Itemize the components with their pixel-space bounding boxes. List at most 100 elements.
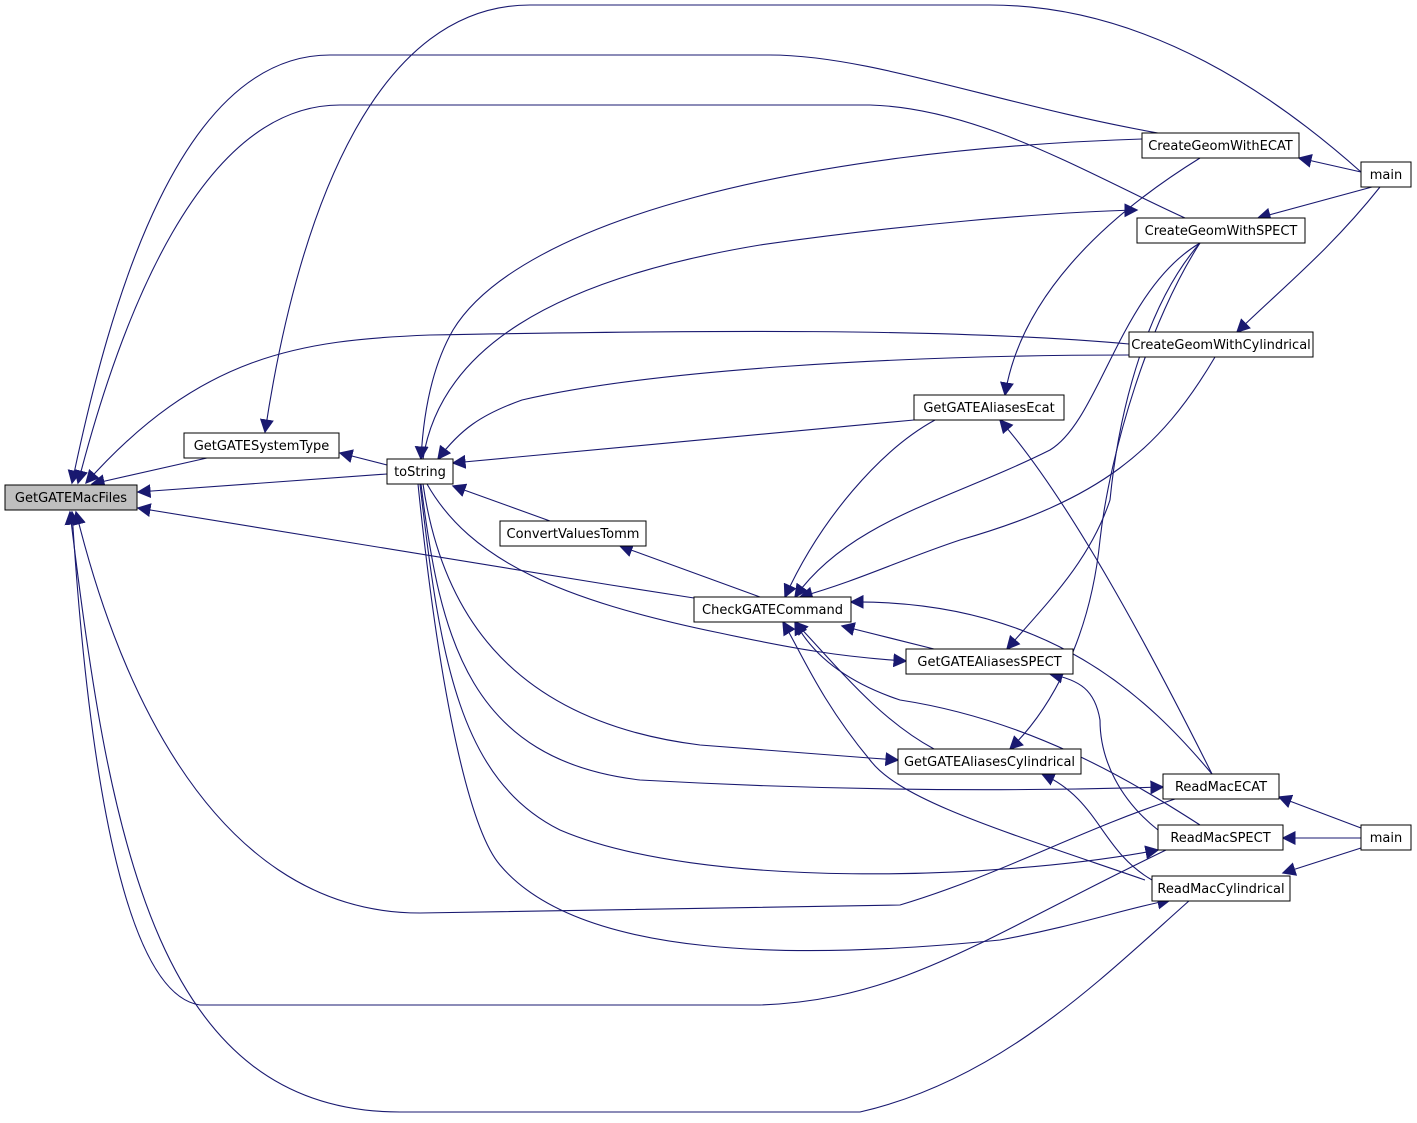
edge-line — [85, 330, 1130, 485]
edge-rmecat-to-aliasecat — [999, 418, 1213, 775]
edge-rmspect-to-getmac — [65, 510, 1167, 1006]
node-rmspect[interactable]: ReadMacSPECT — [1157, 824, 1284, 851]
edge-cgecat-to-aliasecat — [1000, 157, 1201, 397]
edge-line — [259, 4, 1362, 434]
edge-line — [65, 510, 1167, 1006]
edge-tostring-to-rmecat — [420, 483, 1165, 795]
edge-line — [1000, 157, 1201, 397]
edge-line — [414, 138, 1143, 461]
node-box — [897, 748, 1082, 775]
node-label: CreateGeomWithECAT — [1148, 139, 1293, 154]
edge-tostring-to-cgspect — [422, 203, 1139, 460]
edge-cgecat-to-tostring — [414, 138, 1143, 461]
edge-main1-to-cgspect — [1256, 186, 1373, 222]
edge-line — [451, 419, 915, 469]
node-box — [905, 648, 1074, 675]
node-cgspect[interactable]: CreateGeomWithSPECT — [1136, 217, 1306, 244]
node-box — [386, 458, 454, 485]
edge-line — [999, 418, 1213, 775]
node-box — [1162, 773, 1280, 800]
edge-line — [1008, 242, 1201, 750]
node-box — [1157, 824, 1284, 851]
node-label: CreateGeomWithSPECT — [1145, 224, 1298, 239]
edge-line — [782, 620, 1146, 881]
node-aliasspect[interactable]: GetGATEAliasesSPECT — [905, 648, 1074, 675]
edge-line — [437, 354, 1130, 461]
edge-rmecat-to-getmac — [72, 510, 1176, 914]
node-box — [913, 394, 1065, 421]
node-label: ConvertValuesTomm — [507, 527, 640, 542]
edge-line — [136, 503, 695, 599]
node-label: GetGATEMacFiles — [15, 491, 127, 506]
edge-main2-to-rmecat — [1277, 794, 1362, 829]
node-box — [183, 432, 340, 459]
node-aliascyl[interactable]: GetGATEAliasesCylindrical — [897, 748, 1082, 775]
edge-line — [1048, 669, 1159, 831]
edge-line — [72, 510, 1176, 914]
edge-line — [74, 104, 1186, 485]
edge-line — [422, 483, 900, 767]
node-rmcyl[interactable]: ReadMacCylindrical — [1151, 875, 1291, 902]
edge-line — [338, 449, 388, 466]
edge-line — [794, 242, 1201, 599]
edge-line — [422, 203, 1139, 460]
node-label: main — [1370, 168, 1402, 183]
node-label: GetGATEAliasesEcat — [923, 401, 1054, 416]
edge-cgspect-to-getmac — [74, 104, 1186, 485]
node-label: CheckGATECommand — [702, 603, 843, 618]
node-systype[interactable]: GetGATESystemType — [183, 432, 340, 459]
node-rmecat[interactable]: ReadMacECAT — [1162, 773, 1280, 800]
node-box — [1360, 161, 1412, 188]
edge-cgspect-to-aliasspect — [1006, 242, 1201, 651]
edge-line — [783, 419, 936, 599]
edge-aliasspect-to-check — [840, 622, 935, 650]
edge-line — [90, 457, 208, 489]
node-label: GetGATEAliasesCylindrical — [904, 755, 1075, 770]
edge-cgecat-to-getmac — [67, 54, 1159, 485]
node-cgcyl[interactable]: CreateGeomWithCylindrical — [1128, 331, 1314, 358]
edge-aliasecat-to-check — [783, 419, 936, 599]
edge-aliascyl-to-check — [794, 620, 935, 750]
edge-line — [67, 54, 1159, 485]
edge-cgspect-to-check — [794, 242, 1201, 599]
edge-line — [451, 483, 551, 522]
edge-cgspect-to-aliascyl — [1008, 242, 1201, 750]
edge-cgcyl-to-check — [798, 356, 1216, 601]
edge-cgcyl-to-getmac — [85, 330, 1130, 485]
edge-line — [417, 483, 1172, 952]
node-tostring[interactable]: toString — [386, 458, 454, 485]
edge-line — [419, 483, 1160, 875]
edge-line — [794, 620, 1201, 826]
node-convert[interactable]: ConvertValuesTomm — [499, 520, 647, 547]
edge-rmcyl-to-aliascyl — [1040, 772, 1153, 881]
edge-line — [1281, 847, 1362, 876]
node-box — [1151, 875, 1291, 902]
edge-line — [136, 473, 388, 499]
node-label: CreateGeomWithCylindrical — [1131, 338, 1311, 353]
node-box — [1360, 824, 1412, 851]
node-cgecat[interactable]: CreateGeomWithECAT — [1141, 132, 1300, 159]
node-main2[interactable]: main — [1360, 824, 1412, 851]
node-label: ReadMacECAT — [1175, 780, 1267, 795]
node-getmac[interactable]: GetGATEMacFiles — [4, 484, 138, 511]
node-label: ReadMacSPECT — [1170, 831, 1270, 846]
edge-main2-to-rmcyl — [1281, 847, 1362, 876]
edge-tostring-to-rmspect — [419, 483, 1160, 875]
edge-tostring-to-rmcyl — [417, 483, 1172, 952]
edge-main1-to-systype — [259, 4, 1362, 434]
node-check[interactable]: CheckGATECommand — [693, 596, 852, 623]
edge-line — [64, 510, 1191, 1113]
node-label: ReadMacCylindrical — [1157, 882, 1284, 897]
node-main1[interactable]: main — [1360, 161, 1412, 188]
node-label: GetGATEAliasesSPECT — [917, 655, 1061, 670]
edge-check-to-convert — [618, 543, 761, 598]
edge-tostring-to-aliascyl — [422, 483, 900, 767]
edge-main1-to-cgcyl — [1235, 186, 1381, 333]
edge-rmspect-to-aliasspect — [1048, 669, 1159, 831]
node-label: GetGATESystemType — [194, 439, 330, 454]
edge-line — [420, 483, 1165, 795]
edge-line — [1277, 794, 1362, 829]
node-aliasecat[interactable]: GetGATEAliasesEcat — [913, 394, 1065, 421]
edge-line — [426, 483, 908, 668]
edge-rmcyl-to-check — [782, 620, 1146, 881]
